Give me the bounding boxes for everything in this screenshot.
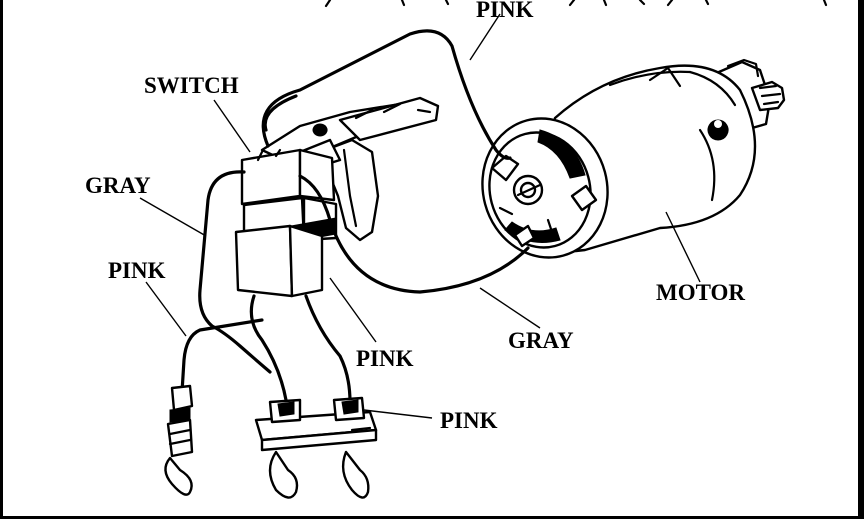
top-edge-fragments xyxy=(324,0,828,8)
label-motor: MOTOR xyxy=(656,280,745,305)
label-gray-bottom: GRAY xyxy=(508,328,574,353)
label-pink-top: PINK xyxy=(476,0,534,22)
left-terminal xyxy=(164,384,194,496)
label-pink-right: PINK xyxy=(440,408,498,433)
label-pink-mid: PINK xyxy=(356,346,414,371)
label-gray-left: GRAY xyxy=(85,173,151,198)
label-pink-left: PINK xyxy=(108,258,166,283)
label-switch: SWITCH xyxy=(144,73,239,98)
switch-block xyxy=(234,148,338,298)
wiring xyxy=(180,29,530,404)
brush-plate xyxy=(254,396,378,499)
motor xyxy=(481,58,786,259)
labels: PINK SWITCH GRAY PINK MOTOR GRAY PINK PI… xyxy=(85,0,745,433)
leader-lines xyxy=(139,13,701,419)
